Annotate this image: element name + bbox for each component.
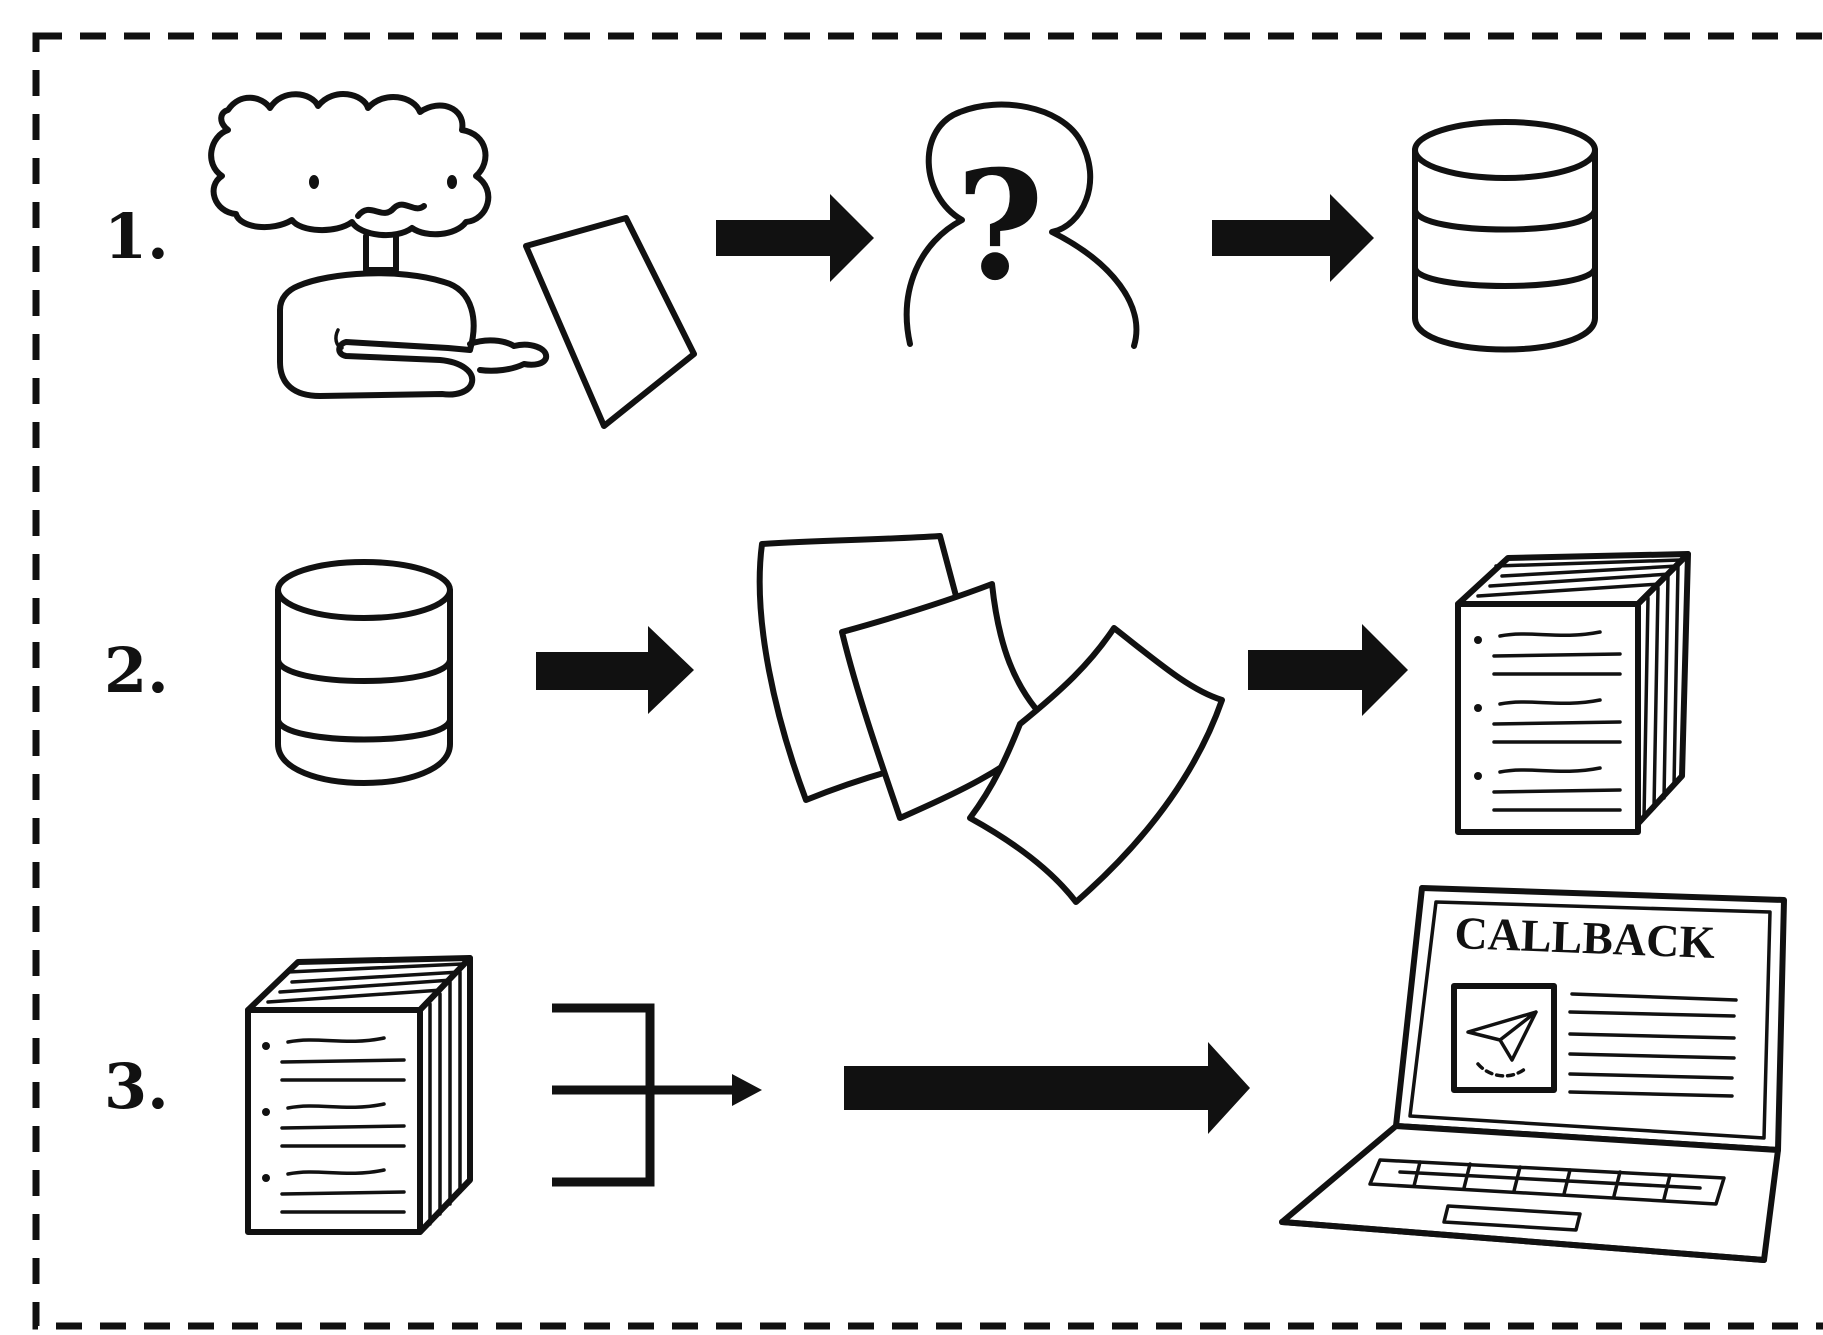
step-2-row: 2.	[104, 533, 1691, 905]
right-arrow-icon	[1212, 194, 1374, 282]
scattered-papers-icon	[756, 533, 1225, 905]
laptop-icon: CALLBACK	[1279, 885, 1787, 1263]
right-arrow-icon	[716, 194, 874, 282]
laptop-screen-title: CALLBACK	[1454, 907, 1717, 968]
database-icon	[275, 559, 453, 786]
document-stack-icon	[1455, 551, 1691, 835]
right-arrow-icon	[536, 626, 694, 714]
document-stack-icon	[245, 955, 473, 1235]
right-arrow-icon	[1248, 624, 1408, 716]
bracket-merge-arrow-icon	[552, 1003, 762, 1187]
step-3-label: 3.	[104, 1050, 169, 1123]
dashed-border	[32, 32, 1823, 1330]
person-holding-paper-icon	[208, 91, 697, 429]
long-right-arrow-icon	[844, 1042, 1250, 1134]
step-2-label: 2.	[104, 634, 169, 707]
question-mark-text: ?	[956, 138, 1044, 314]
step-3-row: 3. CALLBACK	[104, 885, 1787, 1263]
unknown-person-icon: ?	[903, 101, 1140, 349]
step-1-label: 1.	[104, 200, 169, 273]
database-icon	[1412, 119, 1598, 353]
step-1-row: 1. ?	[104, 91, 1598, 429]
